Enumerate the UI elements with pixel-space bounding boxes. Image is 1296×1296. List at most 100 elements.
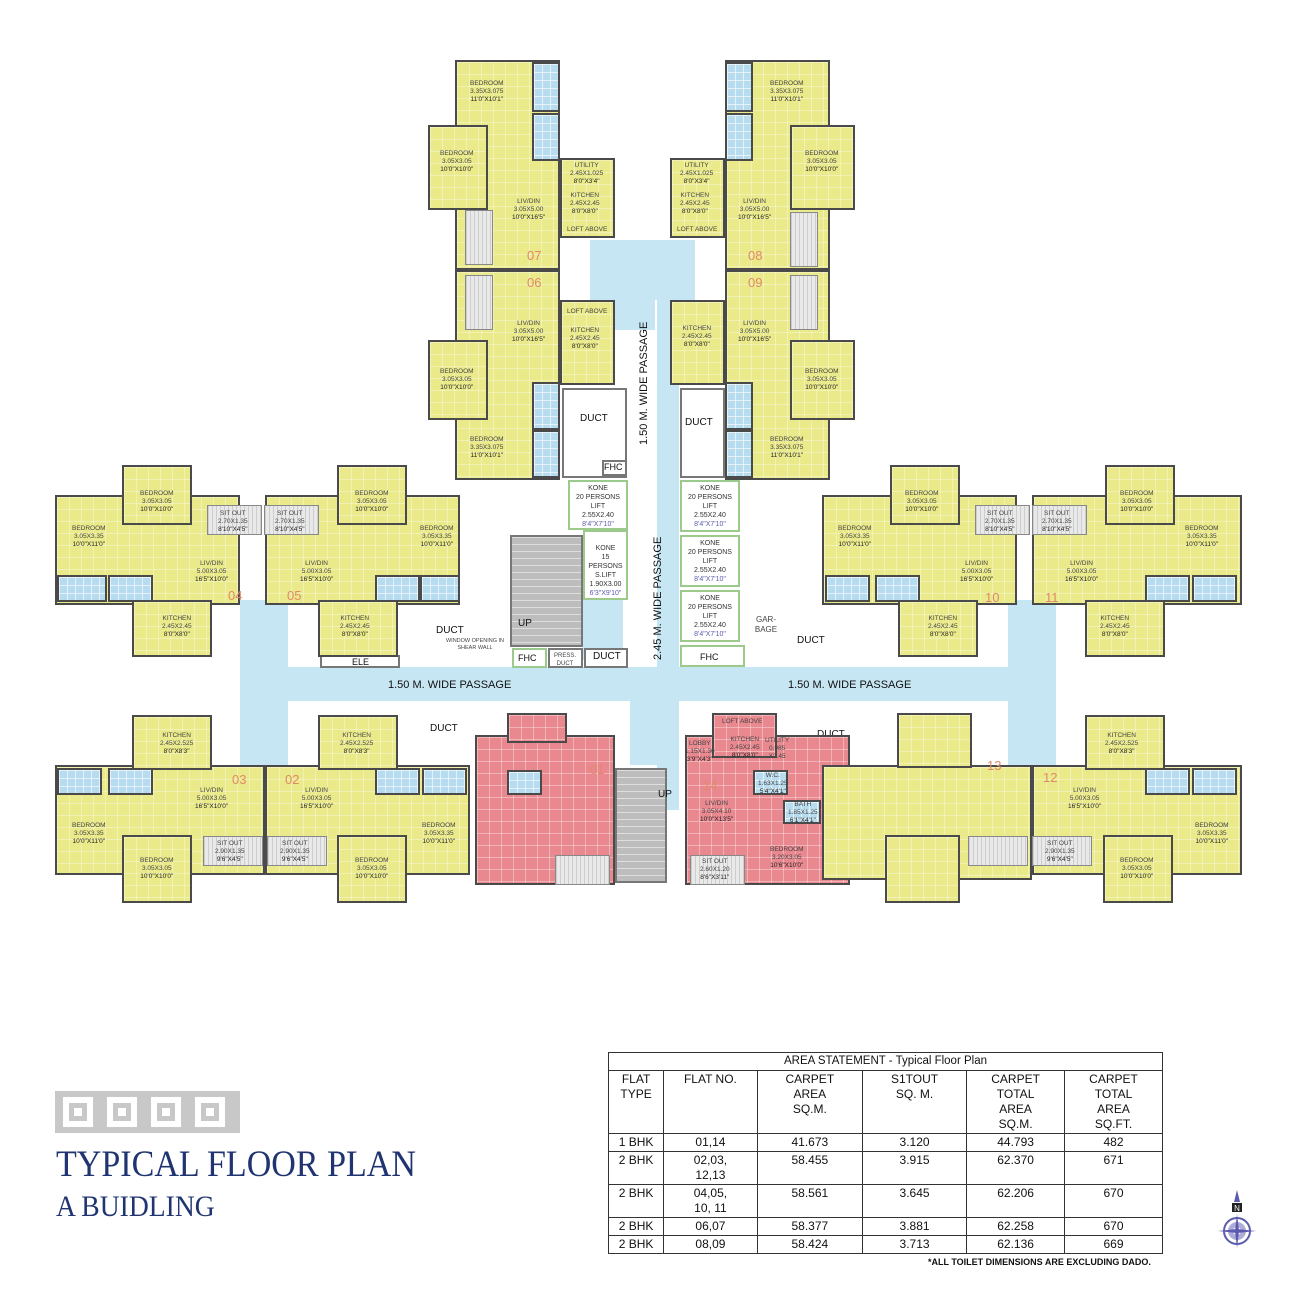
cell-carpet: 41.673 xyxy=(756,1133,863,1152)
toilet-dado-note: *ALL TOILET DIMENSIONS ARE EXCLUDING DAD… xyxy=(928,1257,1151,1267)
flat-06-toilet-1 xyxy=(532,382,560,430)
cell-type: 1 BHK xyxy=(607,1133,665,1152)
table-row: 1 BHK 01,14 41.673 3.120 44.793 482 xyxy=(607,1133,1163,1152)
cell-type: 2 BHK xyxy=(607,1151,665,1185)
passage-label-right: 1.50 M. WIDE PASSAGE xyxy=(788,679,912,691)
cell-sitout: 3.120 xyxy=(861,1133,968,1152)
flat-02-bedroom-bottom xyxy=(337,835,407,903)
flat-04-toilet-1 xyxy=(57,575,107,602)
cell-sitout: 3.713 xyxy=(861,1235,968,1254)
window-opening-note: WINDOW OPENING IN SHEAR WALL xyxy=(445,638,505,651)
passage-label-vertical-center: 2.45 M. WIDE PASSAGE xyxy=(652,536,664,660)
flat-06-kitchen xyxy=(560,300,615,385)
flat-03-kitchen xyxy=(132,715,212,770)
fhc-top xyxy=(602,460,627,476)
flat-13-bedroom-bottom xyxy=(885,835,960,903)
flat-number-14: 14 xyxy=(703,778,718,793)
flat-number-08: 08 xyxy=(748,248,763,263)
table-row: 2 BHK 08,09 58.424 3.713 62.136 669 xyxy=(607,1235,1163,1254)
flat-06-bedroom-left xyxy=(428,340,488,420)
stair-up-label-upper: UP xyxy=(518,618,532,629)
flat-14-wc xyxy=(753,770,788,795)
col-flat-type: FLAT TYPE xyxy=(607,1070,665,1134)
fhc-right-box xyxy=(680,645,745,667)
cell-total-sqft: 670 xyxy=(1064,1217,1163,1236)
cell-type: 2 BHK xyxy=(607,1184,665,1218)
fhc-top-label: FHC xyxy=(604,462,623,472)
flat-04-kitchen xyxy=(132,600,212,657)
duct-label-1: DUCT xyxy=(580,413,608,424)
cell-flat-no: 02,03, 12,13 xyxy=(663,1151,758,1185)
flat-02-toilet-2 xyxy=(422,768,467,795)
cell-total-sqm: 62.206 xyxy=(966,1184,1066,1218)
flat-03-sitout xyxy=(203,836,263,866)
flat-11-toilet-1 xyxy=(1145,575,1190,602)
flat-14-sitout xyxy=(690,855,745,885)
duct-top-right xyxy=(680,388,725,478)
flat-03-toilet-1 xyxy=(57,768,102,795)
flat-14-loft-label: LOFT ABOVE xyxy=(722,718,763,725)
area-statement-table: AREA STATEMENT - Typical Floor Plan FLAT… xyxy=(607,1052,1163,1254)
staircase-lower xyxy=(615,768,667,883)
flat-01-sitout xyxy=(555,855,610,885)
flat-01-kitchen xyxy=(507,713,567,743)
cell-carpet: 58.455 xyxy=(756,1151,863,1185)
flat-11-kitchen xyxy=(1085,600,1165,657)
flat-12-toilet-2 xyxy=(1192,768,1237,795)
staircase-upper xyxy=(510,535,583,647)
flat-09-sitout xyxy=(790,275,818,330)
cell-flat-no: 04,05, 10, 11 xyxy=(663,1184,758,1218)
cell-total-sqft: 671 xyxy=(1064,1151,1163,1185)
flat-09-kitchen xyxy=(670,300,725,385)
flat-number-01: 01 xyxy=(590,762,605,777)
flat-12-bedroom-bottom xyxy=(1103,835,1173,903)
flat-10-bedroom-top xyxy=(890,465,960,525)
flat-number-12: 12 xyxy=(1043,770,1058,785)
flat-09-toilet-1 xyxy=(725,382,753,430)
table-row: 2 BHK 04,05, 10, 11 58.561 3.645 62.206 … xyxy=(607,1184,1163,1218)
flat-number-02: 02 xyxy=(285,772,300,787)
cell-total-sqft: 482 xyxy=(1064,1133,1163,1152)
cell-type: 2 BHK xyxy=(607,1217,665,1236)
cell-carpet: 58.377 xyxy=(756,1217,863,1236)
cell-flat-no: 01,14 xyxy=(663,1133,758,1152)
flat-number-11: 11 xyxy=(1045,590,1059,605)
compass-north-label: N xyxy=(1234,1204,1240,1213)
flat-04-toilet-2 xyxy=(108,575,153,602)
flat-number-13: 13 xyxy=(987,758,1002,773)
flat-07-bedroom-left xyxy=(428,125,488,210)
flat-05-kitchen xyxy=(318,600,398,657)
passage-label-vertical-top: 1.50 M. WIDE PASSAGE xyxy=(638,321,650,445)
flat-07-loft-label: LOFT ABOVE xyxy=(567,226,608,233)
garbage-label: GAR- BAGE xyxy=(754,615,778,634)
